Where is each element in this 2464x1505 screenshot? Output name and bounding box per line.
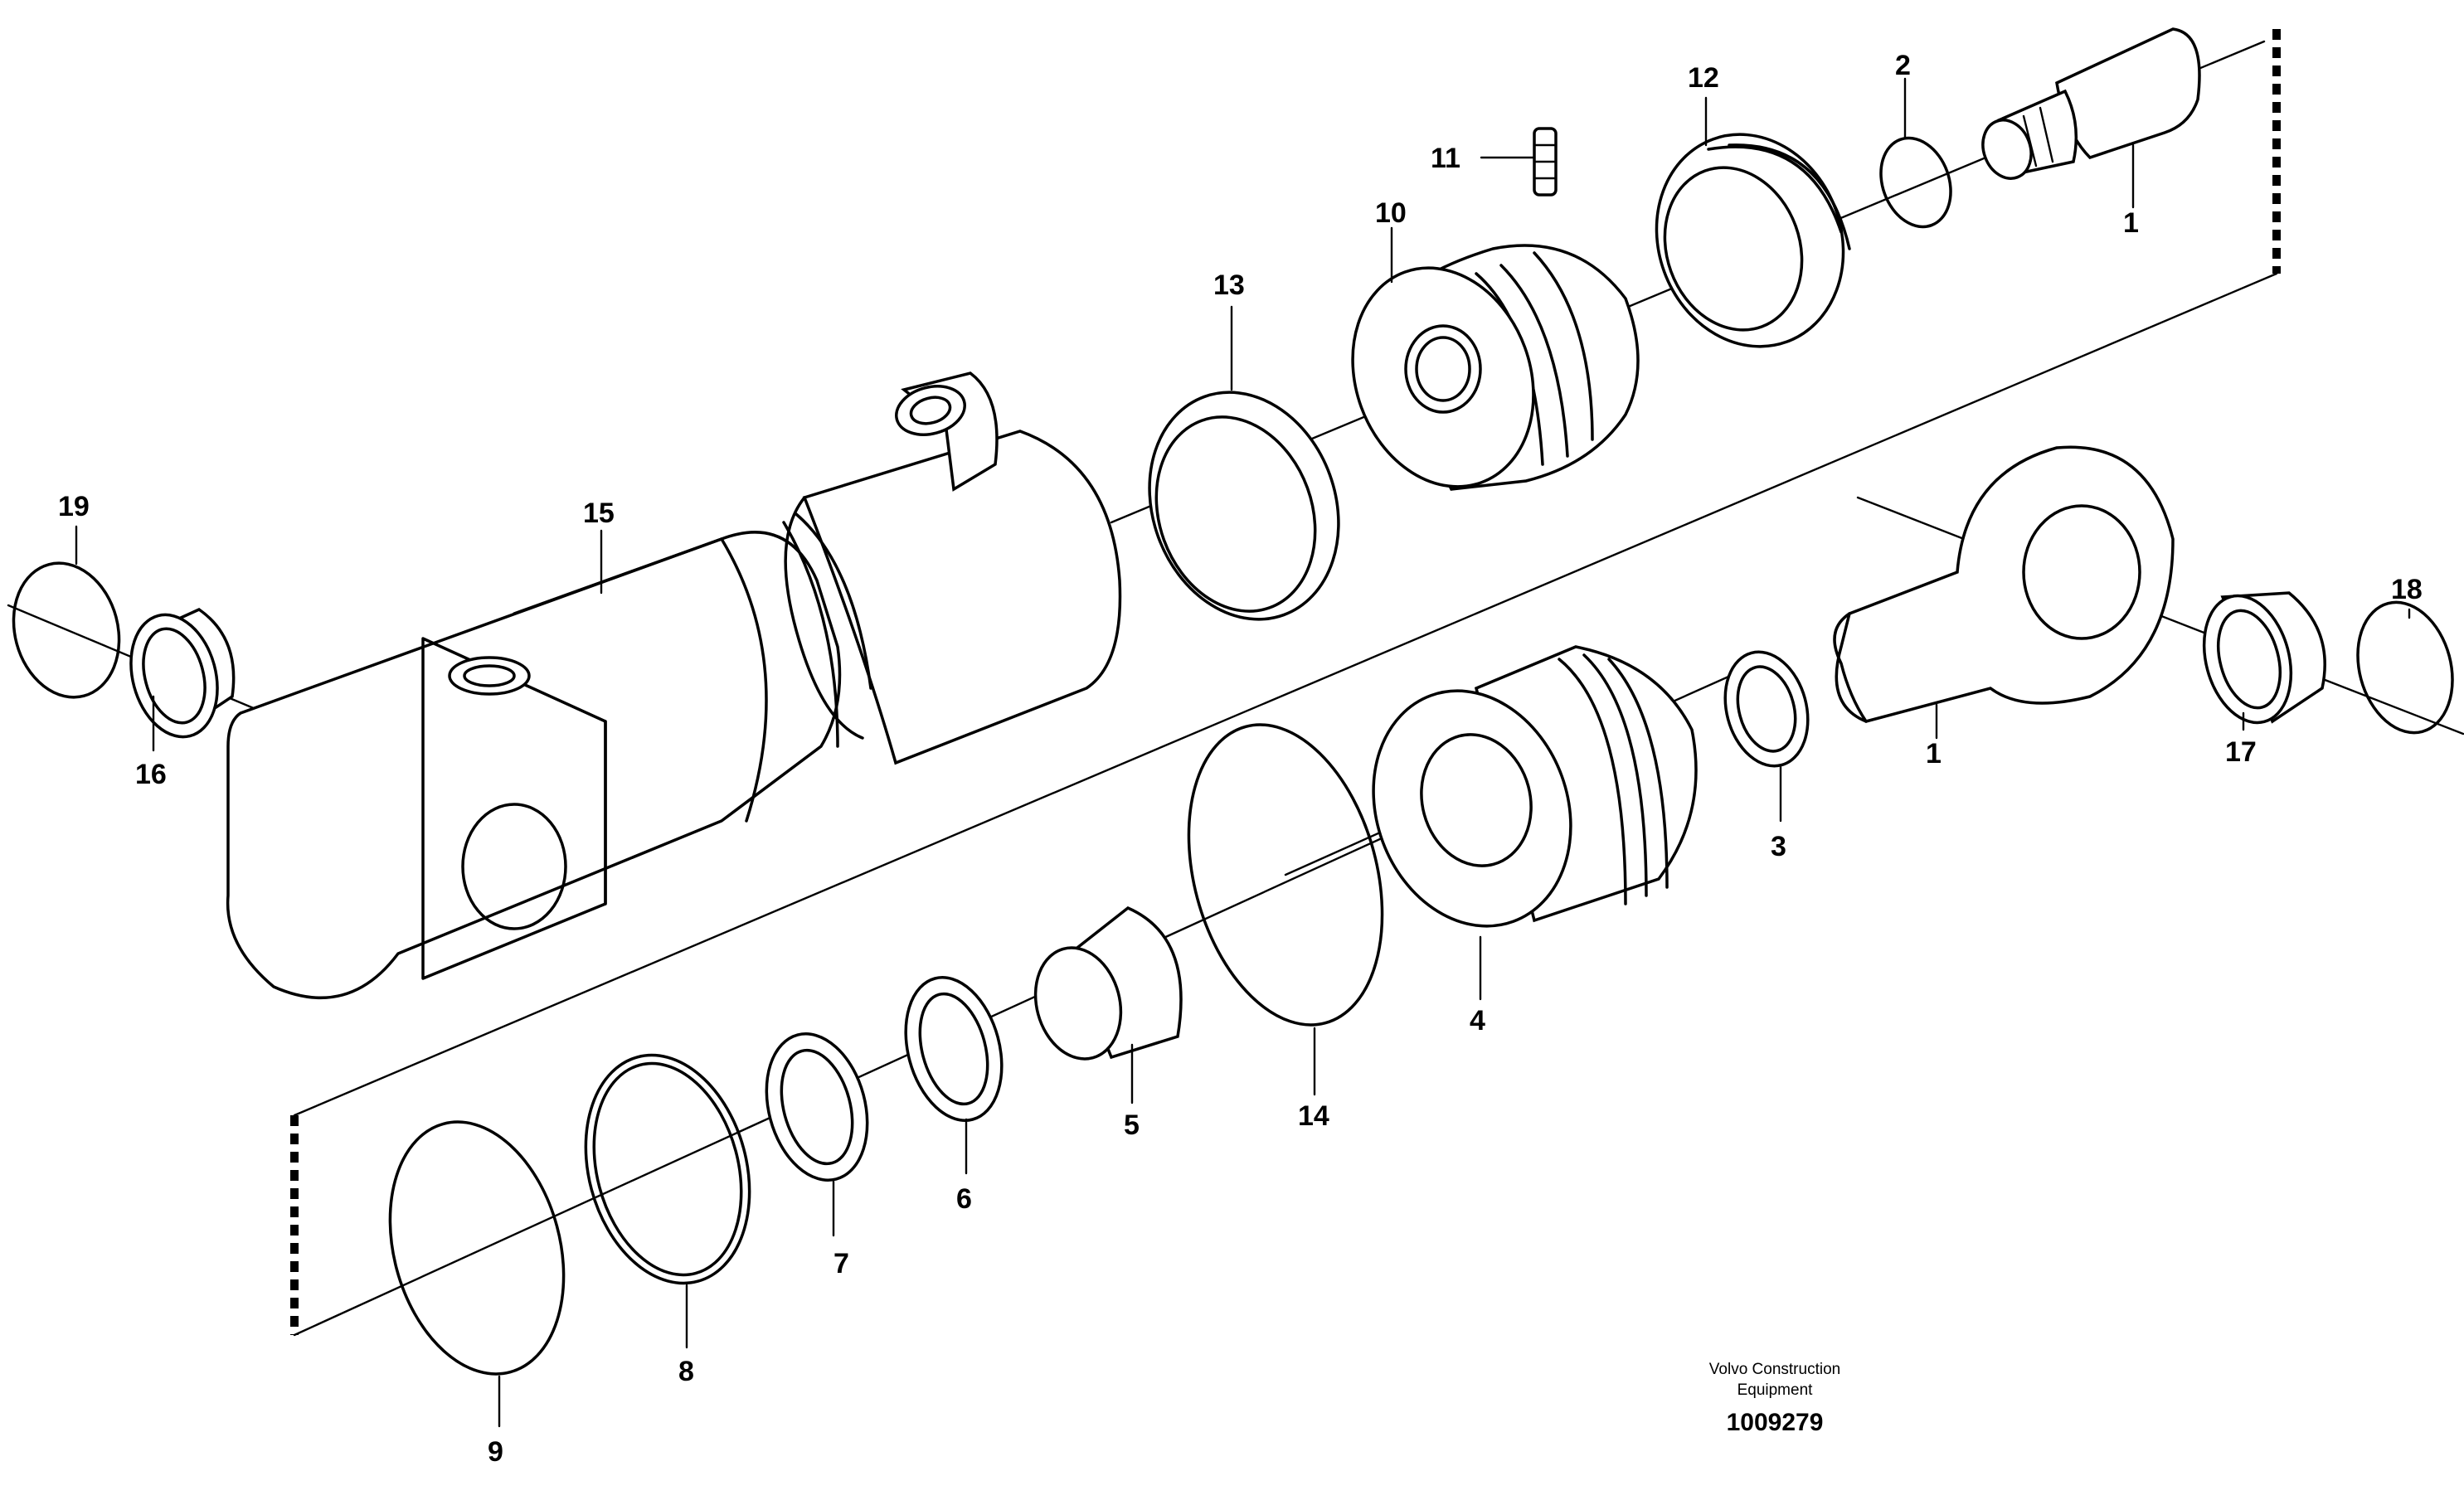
caption-company-line2: Equipment bbox=[1737, 1381, 1814, 1399]
part-backup-ring bbox=[388, 1120, 566, 1376]
part-wear-ring bbox=[1148, 391, 1340, 621]
part-scraper-ring bbox=[904, 976, 1004, 1122]
part-rod-seal-2 bbox=[765, 1032, 869, 1182]
callout-1-top: 1 bbox=[2123, 207, 2139, 239]
callout-3: 3 bbox=[1771, 831, 1786, 862]
callout-15: 15 bbox=[583, 498, 615, 529]
callout-10: 10 bbox=[1375, 197, 1407, 229]
part-o-ring-small bbox=[1879, 136, 1952, 229]
part-rod-eye bbox=[1833, 445, 2175, 723]
part-piston-rod-end bbox=[1981, 27, 2201, 180]
part-retaining-ring-left bbox=[12, 561, 121, 699]
callout-8: 8 bbox=[678, 1356, 694, 1387]
part-o-ring-8 bbox=[584, 1053, 751, 1285]
part-o-ring-large bbox=[1187, 723, 1384, 1027]
callout-5: 5 bbox=[1124, 1109, 1140, 1141]
part-lock-nut bbox=[1655, 133, 1851, 348]
callout-18: 18 bbox=[2391, 574, 2423, 605]
callout-16: 16 bbox=[135, 759, 167, 790]
callout-13: 13 bbox=[1213, 269, 1245, 301]
callout-4: 4 bbox=[1470, 1005, 1485, 1037]
callout-9: 9 bbox=[488, 1436, 503, 1468]
callout-7: 7 bbox=[833, 1248, 849, 1279]
part-cylinder-tube-end bbox=[226, 521, 842, 1000]
callout-14: 14 bbox=[1298, 1100, 1329, 1132]
callout-leader-lines bbox=[75, 77, 2411, 1428]
callout-2: 2 bbox=[1895, 50, 1911, 81]
part-bearing-bush-left bbox=[129, 607, 236, 739]
callout-6: 6 bbox=[956, 1183, 972, 1215]
part-piston bbox=[1351, 244, 1640, 491]
part-cylinder-head bbox=[1372, 645, 1698, 928]
drawing-number: 1009279 bbox=[1727, 1409, 1824, 1436]
part-set-screw bbox=[1533, 127, 1558, 197]
callout-17: 17 bbox=[2225, 736, 2257, 768]
callout-1-bottom: 1 bbox=[1926, 738, 1942, 769]
part-retaining-ring-right bbox=[2356, 600, 2454, 735]
callout-19: 19 bbox=[58, 491, 90, 522]
callout-11: 11 bbox=[1431, 143, 1460, 174]
part-bearing-bush bbox=[2202, 591, 2326, 725]
part-rod-seal bbox=[1723, 650, 1810, 768]
caption-company-line1: Volvo Construction bbox=[1709, 1361, 1840, 1378]
callout-12: 12 bbox=[1688, 62, 1719, 94]
part-cylinder-tube-head bbox=[784, 371, 1122, 765]
part-guide-bushing bbox=[1033, 905, 1183, 1061]
